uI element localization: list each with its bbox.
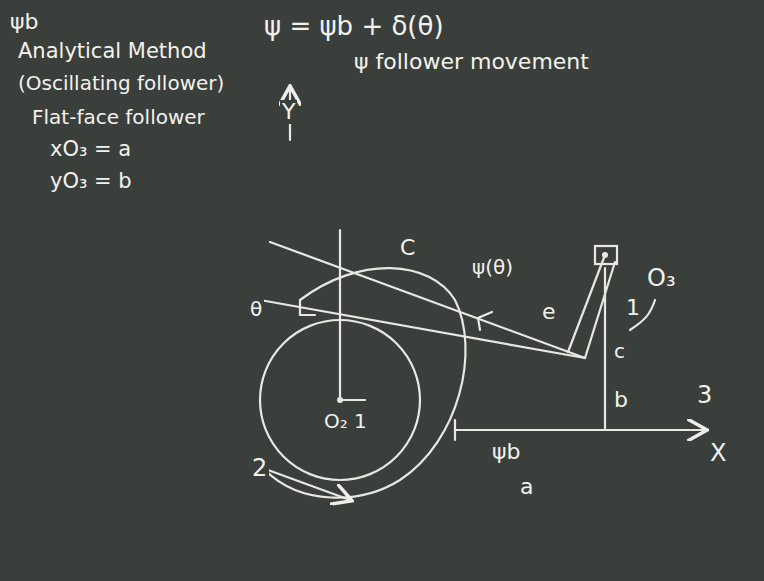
chalk-label: O₃	[645, 265, 678, 291]
chalk-label: c	[612, 340, 627, 362]
chalk-label: ψ follower movement	[352, 50, 591, 74]
chalk-label: b	[612, 388, 630, 412]
chalk-label: Analytical Method	[16, 40, 209, 63]
chalk-label: ψ(θ)	[470, 256, 515, 278]
chalk-label: C	[398, 236, 417, 260]
chalk-label: ψb	[8, 10, 40, 34]
chalk-label: ψ = ψb + δ(θ)	[262, 12, 446, 41]
chalk-label: xO₃ = a	[48, 138, 133, 161]
chalk-label: Flat-face follower	[30, 106, 207, 128]
chalk-label: a	[518, 475, 535, 499]
chalk-label: yO₃ = b	[48, 170, 134, 193]
chalk-label: θ	[248, 298, 264, 320]
chalk-label: e	[540, 300, 558, 324]
chalk-label: X	[708, 440, 728, 466]
chalk-label: Y	[280, 100, 297, 124]
chalk-label: 3	[695, 382, 714, 408]
chalk-label: ψb	[490, 440, 522, 464]
chalk-label: O₂ 1	[322, 410, 369, 432]
chalk-label: 2	[250, 455, 269, 481]
chalk-label: 1	[624, 296, 642, 320]
chalk-label: (Oscillating follower)	[16, 72, 226, 94]
